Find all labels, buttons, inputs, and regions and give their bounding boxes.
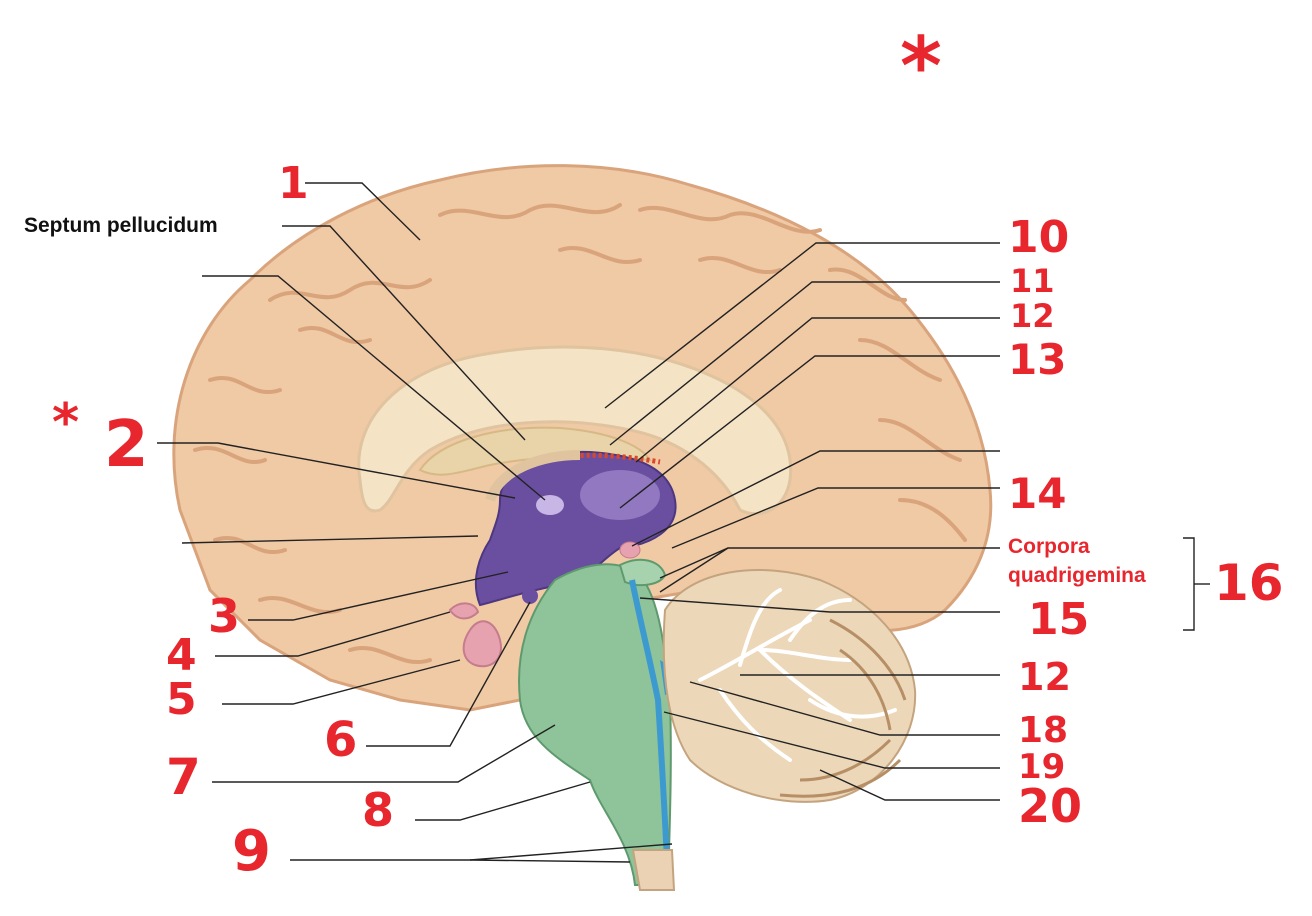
leader-18: [689, 681, 1000, 736]
hand-number-15: 15: [1028, 594, 1089, 645]
optic-chiasma: [448, 602, 480, 620]
leader-19: [663, 711, 1000, 769]
leader-12: [635, 317, 1000, 463]
hand-number-13: 13: [1008, 335, 1066, 384]
cerebellar-folia: [779, 618, 907, 798]
hand-number-19: 19: [1018, 747, 1065, 787]
mammillary: [522, 588, 538, 604]
label-corpora-line2: quadrigemina: [1008, 564, 1146, 587]
leader-blank-a: [202, 275, 546, 501]
label-corpora-line1: Corpora: [1008, 535, 1090, 558]
hand-number-12: 12: [1010, 297, 1055, 335]
leader-6: [366, 601, 531, 747]
pituitary: [462, 620, 502, 668]
hand-number-4: 4: [166, 630, 197, 681]
hand-number-10: 10: [1008, 212, 1069, 263]
pineal: [619, 541, 641, 559]
hand-number-16: 16: [1214, 554, 1284, 612]
hand-number-14: 14: [1008, 469, 1066, 518]
hand-number-18: 18: [1018, 710, 1068, 751]
asterisk-left: *: [52, 393, 79, 453]
hand-number-2: 2: [104, 408, 149, 482]
leader-8: [415, 781, 591, 821]
leader-3: [248, 571, 509, 621]
leader-2: [157, 442, 516, 499]
septum-region: [418, 426, 653, 476]
leader-16b: [659, 547, 729, 593]
hand-number-1: 1: [278, 158, 309, 209]
leader-blank-b: [181, 535, 479, 544]
leader-11: [609, 281, 1000, 446]
leader-14: [671, 487, 1000, 549]
hand-number-6: 6: [324, 712, 357, 768]
hand-number-17: 12: [1018, 655, 1071, 699]
leader-lines: [157, 182, 1210, 863]
hand-number-8: 8: [362, 783, 394, 837]
leader-blank-c: [631, 450, 1000, 547]
hand-number-7: 7: [166, 748, 201, 806]
label-septum-pellucidum: Septum pellucidum: [24, 214, 218, 237]
interthalamic-adhesion: [536, 495, 564, 515]
leader-septum: [282, 225, 526, 441]
leader-10: [604, 242, 1000, 409]
brainstem: [518, 563, 672, 886]
asterisk-top-right: *: [900, 20, 942, 113]
cerebellum: [662, 569, 917, 803]
hand-number-20: 20: [1018, 779, 1082, 833]
leader-20: [819, 769, 1000, 801]
arbor-vitae: [698, 588, 897, 762]
hand-number-11: 11: [1010, 262, 1055, 300]
leader-13: [619, 355, 1000, 509]
fornix: [485, 450, 581, 502]
aqueduct: [629, 579, 671, 881]
leader-4: [215, 611, 451, 657]
bracket-16: [1183, 537, 1195, 631]
hand-number-9: 9: [232, 819, 271, 884]
leader-9a: [290, 843, 673, 861]
choroid-plexus: [544, 452, 661, 465]
leader-5: [222, 659, 461, 705]
leader-7: [212, 724, 556, 783]
hand-number-5: 5: [166, 674, 197, 725]
spinal-cord: [631, 849, 676, 891]
leader-9b: [469, 859, 631, 863]
leader-1: [305, 182, 421, 241]
leader-15: [639, 597, 1000, 613]
thalamus-highlight: [580, 470, 660, 520]
hand-number-3: 3: [208, 589, 240, 643]
